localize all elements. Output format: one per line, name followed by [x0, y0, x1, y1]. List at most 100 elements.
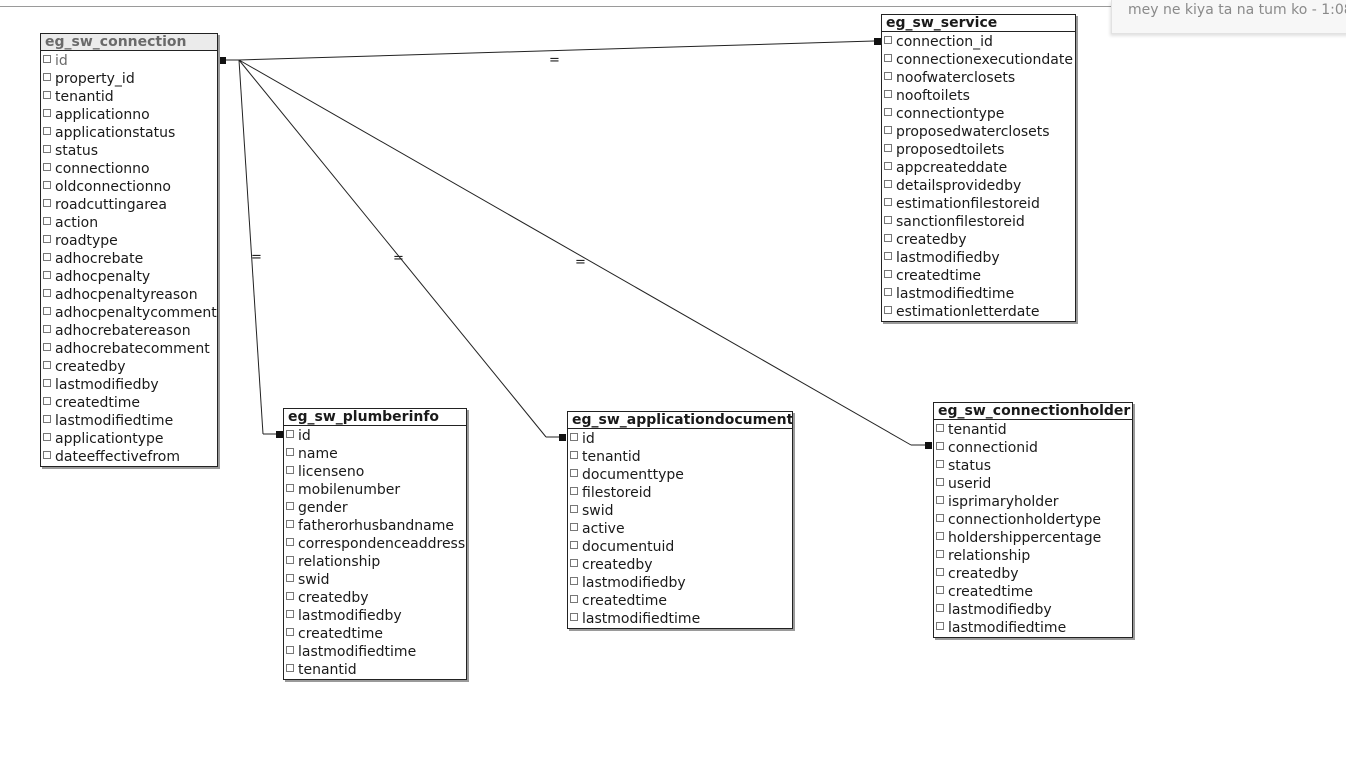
field-checkbox-icon[interactable]: [884, 126, 892, 134]
table-title[interactable]: eg_sw_plumberinfo: [284, 409, 466, 426]
field-row[interactable]: applicationtype: [41, 430, 217, 448]
field-row[interactable]: userid: [934, 475, 1132, 493]
field-row[interactable]: swid: [568, 502, 792, 520]
field-row[interactable]: lastmodifiedby: [882, 249, 1075, 267]
field-checkbox-icon[interactable]: [570, 487, 578, 495]
field-checkbox-icon[interactable]: [936, 424, 944, 432]
field-checkbox-icon[interactable]: [43, 109, 51, 117]
field-row[interactable]: lastmodifiedby: [934, 601, 1132, 619]
table-title[interactable]: eg_sw_connection: [41, 34, 217, 51]
field-row[interactable]: estimationfilestoreid: [882, 195, 1075, 213]
field-row[interactable]: nooftoilets: [882, 87, 1075, 105]
field-row[interactable]: holdershippercentage: [934, 529, 1132, 547]
field-checkbox-icon[interactable]: [570, 613, 578, 621]
field-checkbox-icon[interactable]: [286, 646, 294, 654]
field-row[interactable]: createdby: [568, 556, 792, 574]
table-title[interactable]: eg_sw_applicationdocument: [568, 412, 792, 429]
field-row[interactable]: lastmodifiedtime: [934, 619, 1132, 637]
field-row[interactable]: createdby: [284, 589, 466, 607]
table-title[interactable]: eg_sw_connectionholder: [934, 403, 1132, 420]
field-row[interactable]: action: [41, 214, 217, 232]
field-checkbox-icon[interactable]: [884, 36, 892, 44]
field-checkbox-icon[interactable]: [43, 451, 51, 459]
field-checkbox-icon[interactable]: [286, 502, 294, 510]
field-checkbox-icon[interactable]: [936, 460, 944, 468]
notification-popup[interactable]: mey ne kiya ta na tum ko - 1:08: [1111, 0, 1346, 34]
field-checkbox-icon[interactable]: [43, 343, 51, 351]
field-row[interactable]: filestoreid: [568, 484, 792, 502]
field-checkbox-icon[interactable]: [43, 235, 51, 243]
field-row[interactable]: createdby: [41, 358, 217, 376]
field-checkbox-icon[interactable]: [936, 532, 944, 540]
field-checkbox-icon[interactable]: [286, 664, 294, 672]
field-row[interactable]: detailsprovidedby: [882, 177, 1075, 195]
field-row[interactable]: id: [284, 427, 466, 445]
field-checkbox-icon[interactable]: [43, 433, 51, 441]
field-row[interactable]: connection_id: [882, 33, 1075, 51]
field-row[interactable]: proposedwaterclosets: [882, 123, 1075, 141]
field-row[interactable]: proposedtoilets: [882, 141, 1075, 159]
field-checkbox-icon[interactable]: [43, 145, 51, 153]
field-row[interactable]: createdtime: [934, 583, 1132, 601]
field-checkbox-icon[interactable]: [570, 559, 578, 567]
field-row[interactable]: property_id: [41, 70, 217, 88]
field-checkbox-icon[interactable]: [884, 180, 892, 188]
field-row[interactable]: noofwaterclosets: [882, 69, 1075, 87]
field-checkbox-icon[interactable]: [936, 568, 944, 576]
field-row[interactable]: lastmodifiedtime: [568, 610, 792, 628]
field-checkbox-icon[interactable]: [884, 108, 892, 116]
field-checkbox-icon[interactable]: [936, 496, 944, 504]
field-checkbox-icon[interactable]: [43, 289, 51, 297]
field-checkbox-icon[interactable]: [43, 217, 51, 225]
field-row[interactable]: mobilenumber: [284, 481, 466, 499]
field-checkbox-icon[interactable]: [286, 592, 294, 600]
field-row[interactable]: estimationletterdate: [882, 303, 1075, 321]
field-checkbox-icon[interactable]: [936, 514, 944, 522]
field-row[interactable]: oldconnectionno: [41, 178, 217, 196]
field-checkbox-icon[interactable]: [570, 451, 578, 459]
field-checkbox-icon[interactable]: [936, 604, 944, 612]
field-checkbox-icon[interactable]: [884, 90, 892, 98]
field-checkbox-icon[interactable]: [43, 181, 51, 189]
field-checkbox-icon[interactable]: [884, 198, 892, 206]
field-row[interactable]: correspondenceaddress: [284, 535, 466, 553]
field-row[interactable]: createdby: [934, 565, 1132, 583]
field-checkbox-icon[interactable]: [286, 430, 294, 438]
field-checkbox-icon[interactable]: [884, 162, 892, 170]
field-row[interactable]: status: [41, 142, 217, 160]
field-row[interactable]: relationship: [934, 547, 1132, 565]
field-checkbox-icon[interactable]: [884, 234, 892, 242]
field-checkbox-icon[interactable]: [43, 163, 51, 171]
field-checkbox-icon[interactable]: [936, 442, 944, 450]
field-row[interactable]: createdby: [882, 231, 1075, 249]
field-row[interactable]: applicationstatus: [41, 124, 217, 142]
field-row[interactable]: relationship: [284, 553, 466, 571]
field-row[interactable]: connectionno: [41, 160, 217, 178]
field-row[interactable]: adhocpenaltyreason: [41, 286, 217, 304]
field-row[interactable]: lastmodifiedby: [41, 376, 217, 394]
field-row[interactable]: sanctionfilestoreid: [882, 213, 1075, 231]
field-checkbox-icon[interactable]: [884, 144, 892, 152]
field-checkbox-icon[interactable]: [43, 73, 51, 81]
field-checkbox-icon[interactable]: [43, 199, 51, 207]
field-checkbox-icon[interactable]: [570, 595, 578, 603]
field-row[interactable]: active: [568, 520, 792, 538]
field-checkbox-icon[interactable]: [884, 288, 892, 296]
field-checkbox-icon[interactable]: [884, 306, 892, 314]
field-row[interactable]: applicationno: [41, 106, 217, 124]
field-row[interactable]: adhocrebatereason: [41, 322, 217, 340]
field-row[interactable]: appcreateddate: [882, 159, 1075, 177]
field-checkbox-icon[interactable]: [936, 478, 944, 486]
field-row[interactable]: roadcuttingarea: [41, 196, 217, 214]
field-checkbox-icon[interactable]: [286, 484, 294, 492]
field-checkbox-icon[interactable]: [286, 466, 294, 474]
field-checkbox-icon[interactable]: [43, 271, 51, 279]
field-row[interactable]: tenantid: [568, 448, 792, 466]
field-checkbox-icon[interactable]: [936, 586, 944, 594]
field-checkbox-icon[interactable]: [286, 538, 294, 546]
field-checkbox-icon[interactable]: [570, 505, 578, 513]
field-row[interactable]: documentuid: [568, 538, 792, 556]
